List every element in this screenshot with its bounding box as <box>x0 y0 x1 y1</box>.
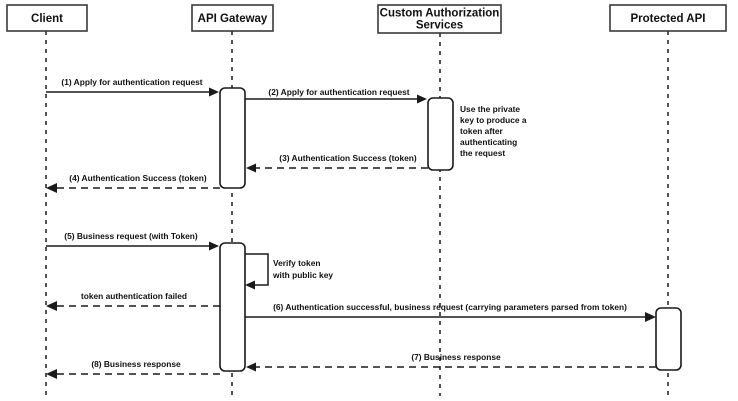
note-private-key-line-1: Use the private <box>460 104 520 114</box>
message-1-arrowhead <box>209 87 219 97</box>
message-8-label: (8) Business response <box>91 359 181 369</box>
activation-protected-api <box>655 307 682 371</box>
participant-client-label: Client <box>31 13 63 25</box>
message-token-authentication-failed: token authentication failed <box>46 291 220 311</box>
message-token-authentication-failed-label: token authentication failed <box>81 291 187 301</box>
note-private-key: Use the private key to produce a token a… <box>460 104 527 158</box>
note-private-key-line-2: key to produce a <box>460 115 527 125</box>
note-private-key-line-3: token after <box>460 126 504 136</box>
activation-authsvc-token <box>427 97 454 171</box>
message-token-authentication-failed-arrowhead <box>46 301 57 311</box>
participant-custom-authorization-services-label-line2: Services <box>416 20 463 32</box>
self-message-verify-token-label-line1: Verify token <box>273 258 320 268</box>
participant-protected-api-label: Protected API <box>631 13 706 25</box>
message-8-business-response: (8) Business response <box>46 359 220 379</box>
message-7-arrowhead <box>246 362 256 372</box>
self-message-verify-token: Verify token with public key <box>245 253 333 290</box>
participant-api-gateway-label: API Gateway <box>198 13 268 25</box>
message-3-label: (3) Authentication Success (token) <box>279 153 417 163</box>
message-8-arrowhead <box>46 369 57 379</box>
note-private-key-line-5: the request <box>460 148 505 158</box>
message-1-apply-for-authentication-request: (1) Apply for authentication request <box>46 77 219 97</box>
message-2-arrowhead <box>417 94 427 104</box>
participant-custom-authorization-services[interactable]: Custom Authorization Services <box>377 4 502 34</box>
message-7-business-response: (7) Business response <box>246 352 656 372</box>
participant-custom-authorization-services-label-line1: Custom Authorization <box>380 8 500 20</box>
message-3-arrowhead <box>246 163 256 173</box>
participant-api-gateway[interactable]: API Gateway <box>191 4 274 32</box>
activation-bars <box>219 87 682 372</box>
message-3-authentication-success-token: (3) Authentication Success (token) <box>246 153 428 173</box>
activation-gateway-business <box>219 242 246 372</box>
message-6-arrowhead <box>645 312 656 322</box>
message-4-label: (4) Authentication Success (token) <box>69 173 207 183</box>
message-5-business-request-with-token: (5) Business request (with Token) <box>46 231 219 251</box>
message-7-label: (7) Business response <box>411 352 501 362</box>
message-2-apply-for-authentication-request: (2) Apply for authentication request <box>245 87 427 104</box>
message-6-label: (6) Authentication successful, business … <box>273 302 627 312</box>
message-4-arrowhead <box>46 183 57 193</box>
participant-client[interactable]: Client <box>6 4 88 32</box>
message-6-authentication-successful-business-request: (6) Authentication successful, business … <box>245 302 656 322</box>
self-message-verify-token-arrowhead <box>245 280 255 290</box>
note-private-key-line-4: authenticating <box>460 137 517 147</box>
message-5-arrowhead <box>209 241 219 251</box>
message-5-label: (5) Business request (with Token) <box>64 231 198 241</box>
lifelines <box>45 31 669 396</box>
self-message-verify-token-path <box>245 253 269 286</box>
participant-protected-api[interactable]: Protected API <box>609 4 727 32</box>
message-1-label: (1) Apply for authentication request <box>61 77 202 87</box>
message-4-authentication-success-token: (4) Authentication Success (token) <box>46 173 220 193</box>
self-message-verify-token-label-line2: with public key <box>272 270 333 280</box>
activation-gateway-auth <box>219 87 246 189</box>
message-2-label: (2) Apply for authentication request <box>268 87 409 97</box>
